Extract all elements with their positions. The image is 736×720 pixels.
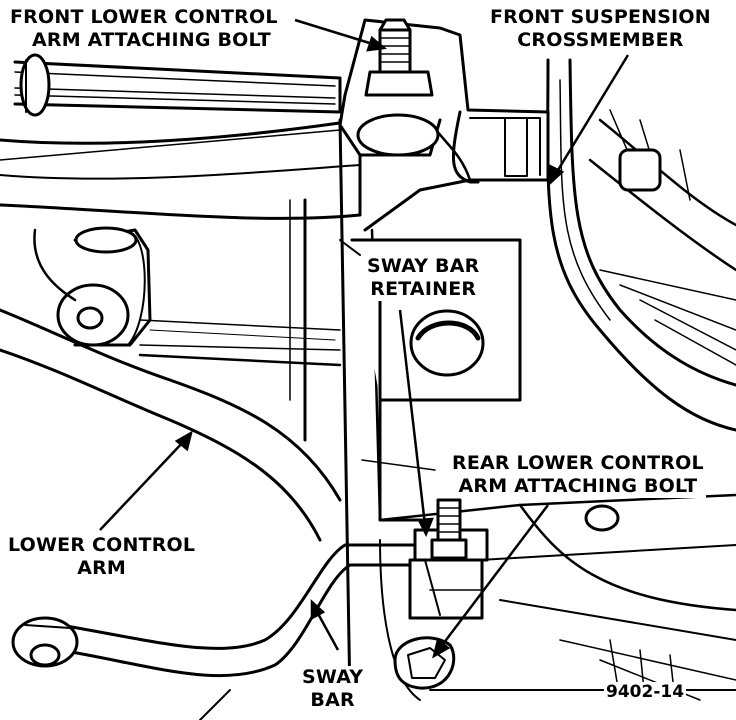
label-rear-lower-bolt: REAR LOWER CONTROL ARM ATTACHING BOLT [450, 452, 706, 498]
label-lower-control-arm: LOWER CONTROL ARM [6, 534, 198, 580]
label-front-crossmember: FRONT SUSPENSION CROSSMEMBER [488, 6, 713, 52]
sway-bar [11, 543, 422, 720]
leader-crossmember [553, 54, 630, 176]
leader-rear-bolt [439, 504, 549, 649]
front-crossmember [546, 58, 736, 432]
label-sway-bar-retainer: SWAY BAR RETAINER [365, 255, 482, 301]
leader-front-bolt [294, 18, 377, 47]
label-sway-bar: SWAY BAR [300, 666, 366, 712]
label-front-lower-bolt: FRONT LOWER CONTROL ARM ATTACHING BOLT [8, 6, 280, 52]
leader-lines [99, 18, 630, 659]
arrow-retainer [417, 517, 434, 538]
front-bolt [364, 18, 434, 97]
arrow-crossmember [548, 163, 565, 186]
figure-number: 9402-14 [604, 682, 687, 702]
front-bolt-bracket [338, 18, 550, 256]
leader-sway-bar [314, 609, 340, 651]
leader-lower-arm [99, 439, 186, 531]
upper-tube [13, 53, 342, 117]
arrow-sway-bar [310, 599, 326, 621]
lower-control-arm [0, 228, 342, 542]
arrow-front-bolt [366, 35, 388, 52]
crossmember-frame [0, 118, 382, 702]
arrow-rear-bolt [432, 637, 451, 659]
rear-retainer [393, 498, 489, 690]
arrow-lower-arm [174, 430, 193, 452]
leader-retainer [398, 309, 427, 526]
front-bushing [56, 226, 152, 347]
